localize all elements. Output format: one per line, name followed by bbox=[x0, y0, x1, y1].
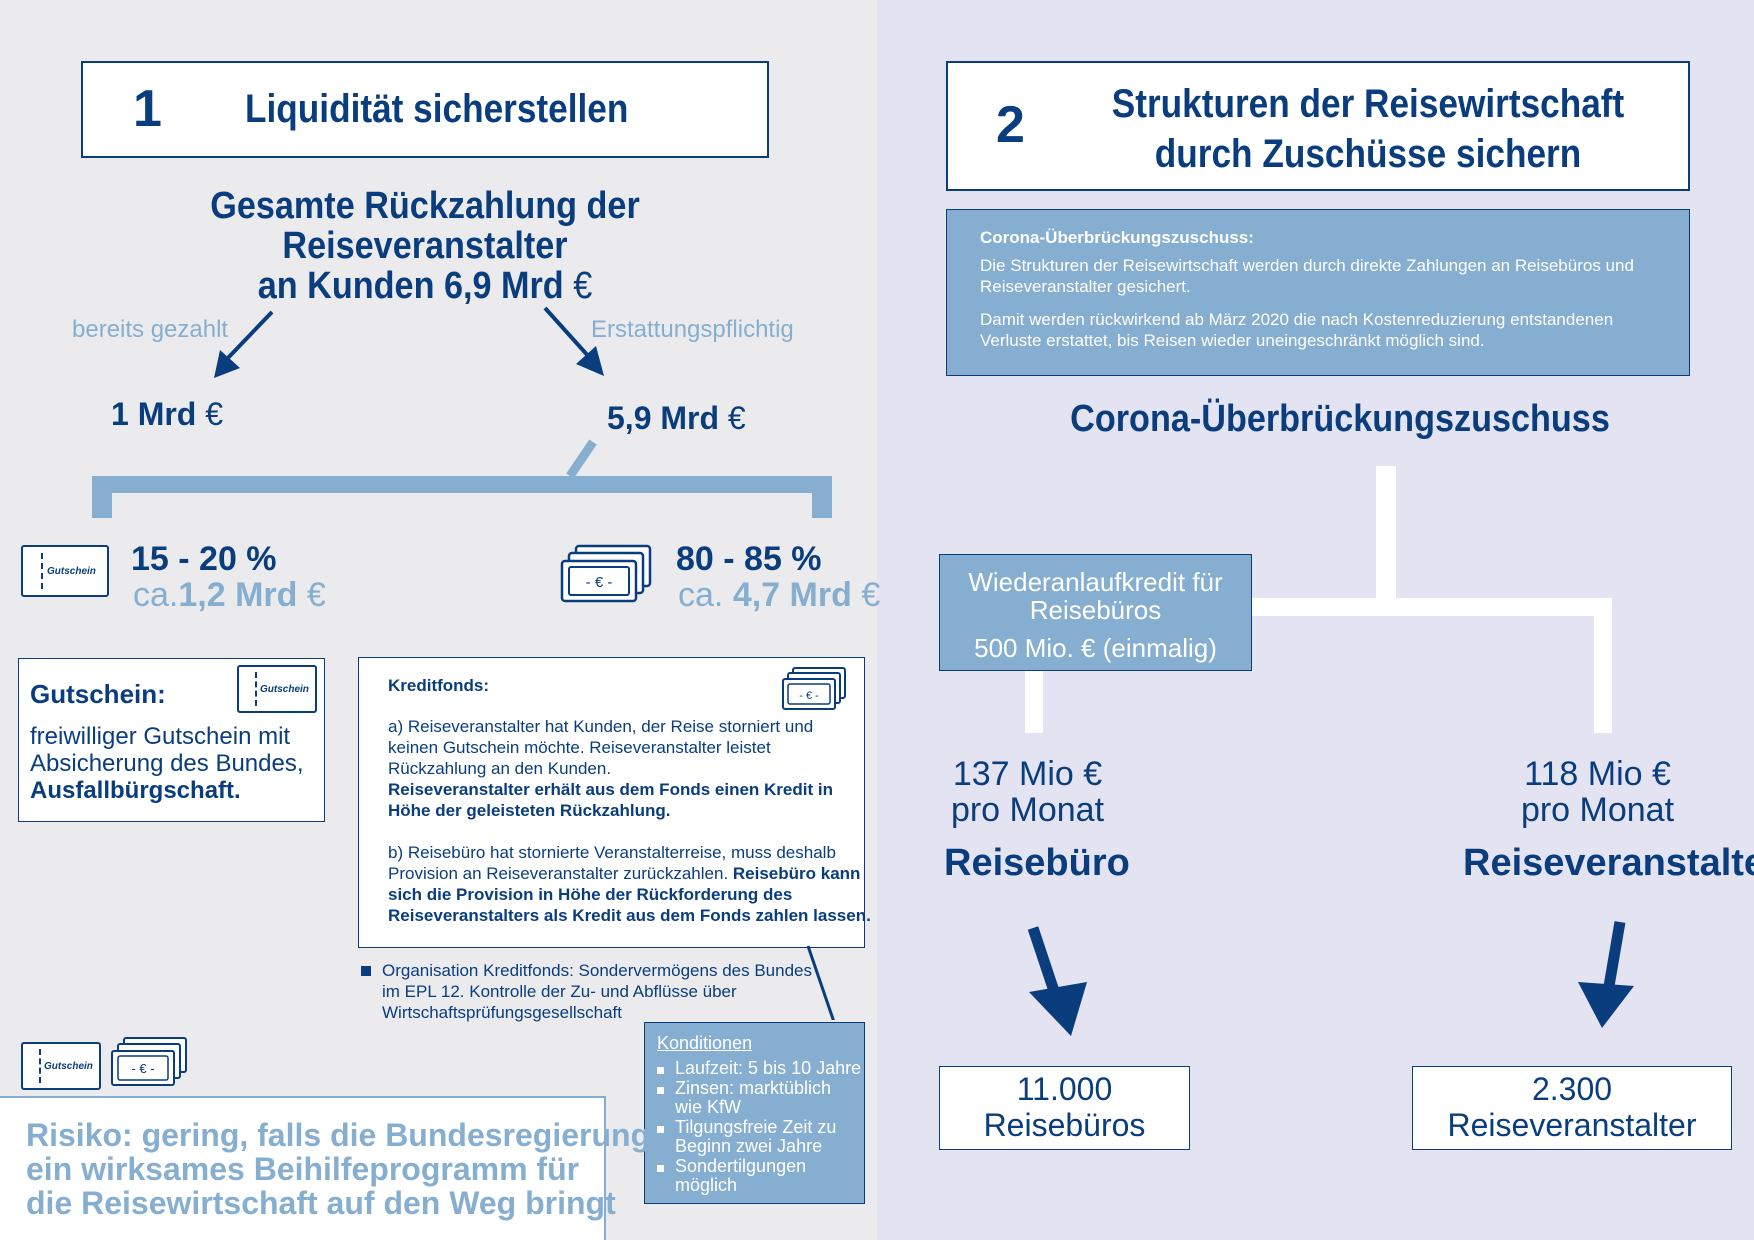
info-text: Die Strukturen der Reisewirtschaft werde… bbox=[980, 256, 1634, 350]
voucher-box-text: freiwilliger Gutschein mit Absicherung d… bbox=[30, 723, 304, 804]
conditions-list: Laufzeit: 5 bis 10 Jahre Zinsen: marktüb… bbox=[657, 1058, 862, 1196]
info-title: Corona-Überbrückungszuschuss: bbox=[980, 228, 1254, 247]
risk-banknotes-icon: - € - bbox=[111, 1037, 187, 1086]
tree-lines bbox=[1025, 466, 1612, 733]
bridging-info-box: Corona-Überbrückungszuschuss: Die Strukt… bbox=[946, 209, 1690, 376]
voucher-ticket-icon: Gutschein bbox=[21, 545, 109, 597]
section-1-header: 1 Liquidität sicherstellen bbox=[81, 61, 769, 158]
section-title: Liquidität sicherstellen bbox=[245, 87, 629, 131]
operator-name: Reiseveranstalter bbox=[1463, 842, 1754, 884]
voucher-amount: ca.1,2 Mrd € bbox=[133, 576, 326, 614]
operator-arrow bbox=[1578, 921, 1634, 1028]
banknotes-icon: - € - bbox=[560, 544, 652, 603]
restart-credit-box: Wiederanlaufkredit für Reisebüros 500 Mi… bbox=[939, 554, 1252, 671]
section-number: 1 bbox=[133, 80, 162, 138]
fund-box-title: Kreditfonds: bbox=[388, 676, 490, 695]
voucher-percent: 15 - 20 % bbox=[131, 540, 277, 578]
refund-amount: 5,9 Mrd € bbox=[607, 400, 746, 436]
section-number: 2 bbox=[996, 96, 1025, 154]
voucher-box-ticket-icon: Gutschein bbox=[237, 665, 317, 713]
cash-percent: 80 - 85 % bbox=[676, 540, 822, 578]
cash-amount: ca. 4,7 Mrd € bbox=[678, 576, 881, 614]
headline-line1: Gesamte Rückzahlung der Reiseveranstalte… bbox=[210, 185, 640, 267]
org-note: Organisation Kreditfonds: Sondervermögen… bbox=[382, 961, 812, 1022]
operator-count-box: 2.300 Reiseveranstalter bbox=[1412, 1066, 1732, 1150]
risk-box: Risiko: gering, falls die Bundesregierun… bbox=[0, 1096, 650, 1240]
risk-ticket-icon: Gutschein bbox=[21, 1042, 101, 1090]
bridging-heading: Corona-Überbrückungszuschuss bbox=[1070, 398, 1610, 440]
org-note-bullet bbox=[361, 966, 371, 976]
svg-text:- € -: - € - bbox=[131, 1061, 154, 1076]
section-2-header: 2 Strukturen der Reisewirtschaft durch Z… bbox=[946, 61, 1690, 191]
credit-fund-box: Kreditfonds: - € - a) Reiseveranstalter … bbox=[358, 657, 871, 948]
operator-amount: 118 Mio € pro Monat bbox=[1520, 755, 1675, 829]
agency-name: Reisebüro bbox=[944, 842, 1130, 884]
flow-arrows-left bbox=[92, 306, 832, 518]
agency-amount: 137 Mio € pro Monat bbox=[950, 755, 1105, 829]
agency-arrow bbox=[1027, 926, 1087, 1036]
voucher-box-title: Gutschein: bbox=[30, 679, 166, 709]
agency-count-box: 11.000 Reisebüros bbox=[939, 1066, 1190, 1150]
paid-amount: 1 Mrd € bbox=[111, 396, 224, 432]
refund-label: Erstattungspflichtig bbox=[591, 316, 794, 343]
voucher-info-box: Gutschein: Gutschein freiwilliger Gutsch… bbox=[18, 658, 325, 822]
conditions-title: Konditionen bbox=[657, 1033, 753, 1053]
condition-item: Laufzeit: 5 bis 10 Jahre bbox=[657, 1058, 862, 1079]
section-title: Strukturen der Reisewirtschaft durch Zus… bbox=[1111, 82, 1625, 176]
headline-line2: an Kunden 6,9 Mrd € bbox=[257, 265, 593, 307]
fund-box-banknotes-icon: - € - bbox=[782, 667, 846, 710]
svg-text:- € -: - € - bbox=[799, 690, 819, 702]
conditions-box: Konditionen Laufzeit: 5 bis 10 Jahre Zin… bbox=[644, 1022, 865, 1204]
connector-line bbox=[806, 945, 835, 1020]
fund-box-text: a) Reiseveranstalter hat Kunden, der Rei… bbox=[388, 717, 871, 925]
paid-label: bereits gezahlt bbox=[72, 316, 229, 343]
total-headline: Gesamte Rückzahlung der Reiseveranstalte… bbox=[50, 186, 800, 306]
risk-text: Risiko: gering, falls die Bundesregierun… bbox=[26, 1117, 651, 1221]
svg-text:- € -: - € - bbox=[586, 574, 613, 591]
